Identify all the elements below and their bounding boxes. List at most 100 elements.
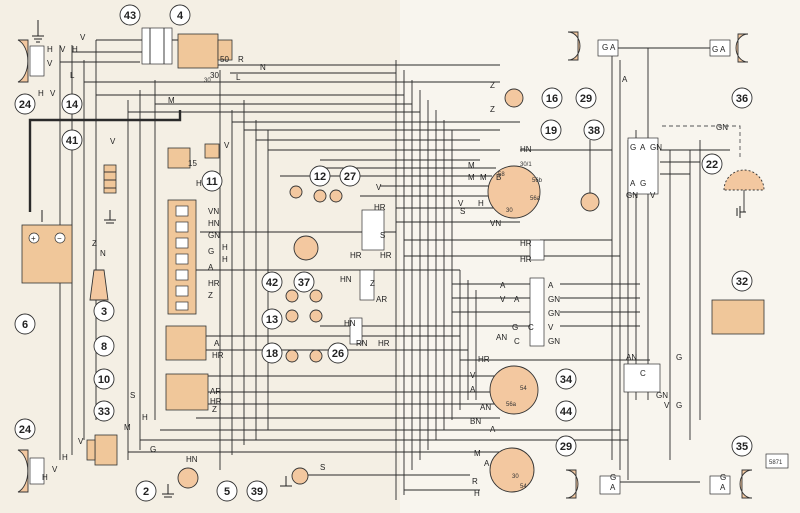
svg-text:Z: Z (92, 239, 97, 248)
svg-text:M: M (474, 449, 481, 458)
svg-text:4: 4 (177, 10, 184, 22)
wire-harness-horizontal (60, 39, 730, 491)
lamp-35 (709, 469, 753, 499)
svg-text:38: 38 (588, 125, 600, 137)
svg-text:G: G (640, 179, 646, 188)
svg-text:Z: Z (212, 405, 217, 414)
svg-text:G: G (720, 473, 726, 482)
svg-text:−: − (57, 234, 62, 243)
svg-text:HR: HR (374, 203, 386, 212)
svg-text:A: A (548, 281, 554, 290)
svg-text:V: V (470, 371, 476, 380)
component-6: 6 (14, 313, 36, 335)
svg-text:A: A (720, 483, 726, 492)
svg-text:H: H (142, 413, 148, 422)
svg-text:R: R (238, 55, 244, 64)
component-numbers: 4 43 24 14 41 11 12 27 16 29 36 19 38 22… (14, 4, 753, 502)
svg-text:H: H (72, 45, 78, 54)
component-5: 5 (216, 480, 238, 502)
svg-text:58: 58 (498, 172, 505, 178)
svg-text:44: 44 (560, 406, 573, 418)
battery: + − (21, 224, 73, 284)
svg-text:HN: HN (520, 145, 532, 154)
svg-text:A: A (622, 75, 628, 84)
svg-text:2: 2 (143, 486, 149, 498)
component-33-body (165, 373, 209, 411)
ignition-coil (103, 164, 117, 194)
component-19-body (487, 165, 541, 219)
svg-text:VN: VN (208, 207, 219, 216)
svg-text:42: 42 (266, 277, 278, 289)
svg-text:5: 5 (224, 486, 230, 498)
svg-text:G: G (208, 247, 214, 256)
svg-text:V: V (60, 45, 66, 54)
svg-text:L: L (236, 73, 241, 82)
svg-text:N: N (100, 249, 106, 258)
svg-text:22: 22 (706, 159, 718, 171)
fuse-box (167, 199, 197, 315)
battery-cable (28, 110, 182, 212)
component-32: 32 (731, 270, 753, 292)
svg-text:Z: Z (370, 279, 375, 288)
svg-text:A: A (500, 281, 506, 290)
svg-text:RN: RN (356, 339, 368, 348)
svg-text:HR: HR (350, 251, 362, 260)
lamp-29-top (567, 31, 619, 61)
svg-text:A: A (610, 43, 616, 52)
svg-text:H: H (62, 453, 68, 462)
component-12: 12 (309, 165, 331, 187)
component-10-body (165, 325, 207, 361)
svg-text:HR: HR (478, 355, 490, 364)
component-39-body (291, 467, 309, 485)
svg-text:H: H (196, 179, 202, 188)
lamp-36 (709, 33, 749, 63)
svg-text:11: 11 (206, 176, 218, 188)
svg-text:H: H (38, 89, 44, 98)
component-34: 34 (555, 368, 577, 390)
svg-text:AR: AR (376, 295, 387, 304)
component-34-body (489, 365, 539, 415)
lamp-29-bottom (565, 469, 621, 499)
svg-text:A: A (630, 179, 636, 188)
svg-text:6: 6 (22, 319, 28, 331)
svg-text:12: 12 (314, 171, 326, 183)
svg-text:AR: AR (210, 387, 221, 396)
component-11: 11 (201, 170, 223, 192)
svg-text:G: G (602, 43, 608, 52)
svg-text:A: A (514, 295, 520, 304)
svg-text:50: 50 (220, 55, 229, 64)
component-38-body (580, 140, 600, 212)
svg-text:R: R (472, 477, 478, 486)
component-10: 10 (93, 368, 115, 390)
svg-text:30: 30 (210, 71, 219, 80)
svg-text:HN: HN (186, 455, 198, 464)
component-19: 19 (540, 119, 562, 141)
svg-text:V: V (80, 33, 86, 42)
svg-text:43: 43 (124, 10, 136, 22)
svg-text:5871: 5871 (769, 460, 783, 466)
svg-text:V: V (50, 89, 56, 98)
component-2-body (86, 434, 118, 466)
component-29-top: 29 (575, 87, 597, 109)
svg-text:13: 13 (266, 314, 278, 326)
svg-text:H: H (222, 255, 228, 264)
svg-text:29: 29 (560, 441, 572, 453)
component-5-body (177, 467, 199, 489)
component-44-body (489, 447, 535, 493)
svg-text:10: 10 (98, 374, 110, 386)
horn (89, 269, 109, 301)
svg-text:HR: HR (212, 351, 224, 360)
svg-text:14: 14 (66, 99, 79, 111)
connector-strips (349, 137, 661, 393)
svg-text:Z: Z (490, 81, 495, 90)
svg-text:GN: GN (716, 123, 728, 132)
svg-text:G: G (630, 143, 636, 152)
svg-text:L: L (70, 71, 75, 80)
svg-text:HR: HR (520, 255, 532, 264)
component-39: 39 (246, 480, 268, 502)
svg-text:15: 15 (188, 159, 197, 168)
svg-text:C: C (514, 337, 520, 346)
component-16: 16 (541, 87, 563, 109)
component-24-top: 24 (14, 93, 36, 115)
